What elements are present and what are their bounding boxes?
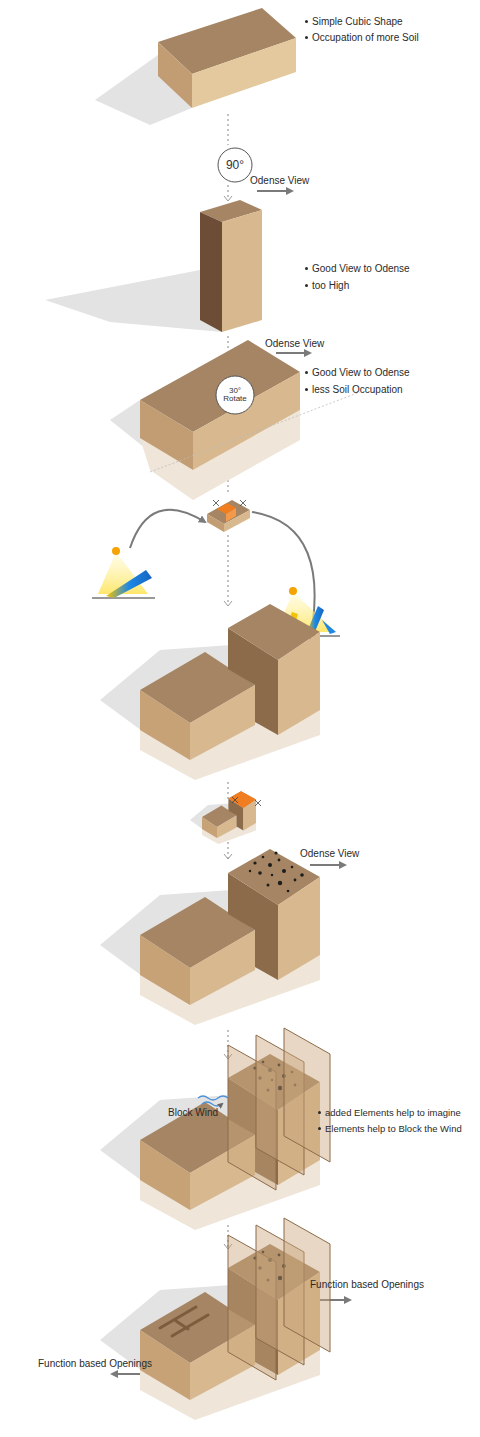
circle-label: 30° Rotate [220, 387, 250, 404]
label-text: Good View to Odense [312, 367, 410, 378]
bullet-note: added Elements help to imagine [318, 1106, 461, 1119]
annotation: Block Wind [168, 1106, 218, 1119]
bullet-dot [318, 1127, 321, 1130]
annotation: Function based Openings [310, 1278, 424, 1291]
bullet-note: too High [305, 279, 349, 292]
label-text: added Elements help to imagine [325, 1107, 461, 1118]
circle-label: 90° [226, 159, 244, 172]
bullet-dot [305, 284, 308, 287]
annotation: Function based Openings [38, 1357, 152, 1370]
bullet-dot [305, 20, 308, 23]
label-text: less Soil Occupation [312, 384, 403, 395]
label-text: Block Wind [168, 1107, 218, 1118]
bullet-dot [318, 1111, 321, 1114]
annotation: Odense View [300, 847, 359, 860]
label-text: Odense View [300, 848, 359, 859]
label-text: Occupation of more Soil [312, 32, 419, 43]
bullet-dot [305, 267, 308, 270]
label-text: Elements help to Block the Wind [325, 1123, 462, 1134]
bullet-note: Occupation of more Soil [305, 31, 419, 44]
bullet-dot [305, 371, 308, 374]
bullet-note: Simple Cubic Shape [305, 15, 403, 28]
bullet-note: Good View to Odense [305, 366, 410, 379]
label-text: Simple Cubic Shape [312, 16, 403, 27]
annotation: Odense View [250, 174, 309, 187]
annotation: Odense View [265, 337, 324, 350]
bullet-dot [305, 36, 308, 39]
bullet-dot [305, 388, 308, 391]
bullet-note: less Soil Occupation [305, 383, 403, 396]
label-text: Odense View [265, 338, 324, 349]
rotation-circle: 90° [217, 147, 253, 183]
bullet-note: Good View to Odense [305, 262, 410, 275]
label-text: Function based Openings [310, 1279, 424, 1290]
label-text: Good View to Odense [312, 263, 410, 274]
label-text: too High [312, 280, 349, 291]
label-text: Odense View [250, 175, 309, 186]
bullet-note: Elements help to Block the Wind [318, 1122, 462, 1135]
rotation-circle: 30° Rotate [215, 375, 255, 415]
label-text: Function based Openings [38, 1358, 152, 1369]
